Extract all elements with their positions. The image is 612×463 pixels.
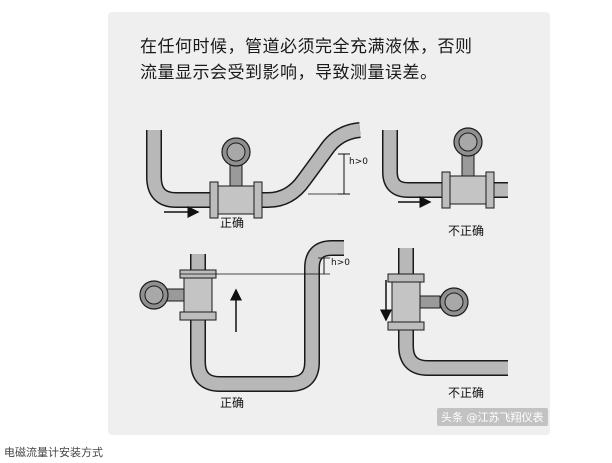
heading-line-1: 在任何时候，管道必须完全充满液体，否则 (140, 37, 473, 57)
watermark: 头条 @江苏飞翔仪表 (437, 408, 548, 426)
height-label-top: h>0 (349, 157, 368, 167)
height-label-bottom: h>0 (331, 258, 350, 268)
pipe-correct-top (146, 122, 362, 219)
installation-diagram (139, 122, 508, 392)
pipe-incorrect-top (382, 127, 508, 209)
label-correct-top: 正确 (220, 216, 245, 230)
heading-line-2: 流量显示会受到影响，导致测量误差。 (140, 63, 438, 83)
image-caption: 电磁流量计安装方式 (4, 446, 103, 459)
label-incorrect-bottom: 不正确 (448, 386, 485, 400)
label-correct-bottom: 正确 (220, 396, 245, 410)
pipe-incorrect-bottom (380, 248, 508, 376)
label-incorrect-top: 不正确 (448, 224, 485, 238)
pipe-correct-bottom (139, 240, 344, 392)
